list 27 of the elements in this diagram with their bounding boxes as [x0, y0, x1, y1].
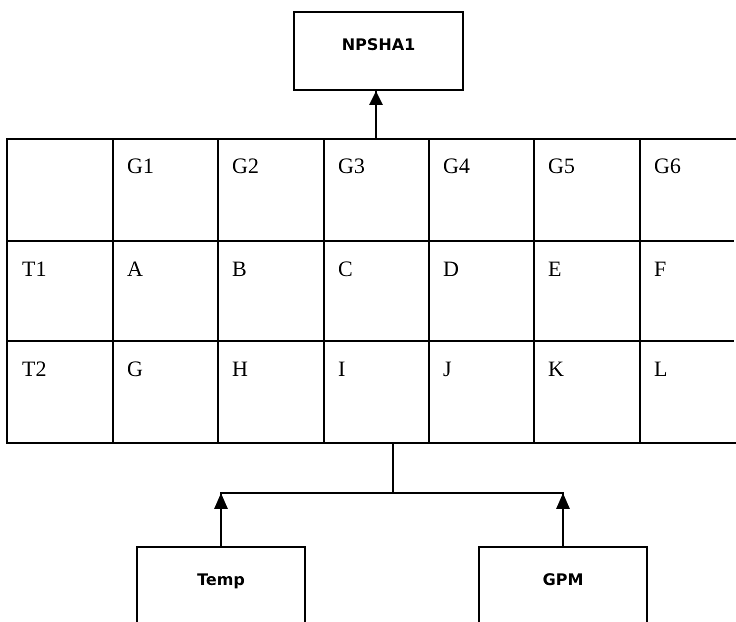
table-cell-text: I [338, 358, 346, 380]
table-frame [6, 138, 736, 444]
column-header: G2 [232, 155, 259, 177]
table-cell-text: H [232, 358, 248, 380]
process-box [136, 546, 306, 622]
column-header: G1 [127, 155, 154, 177]
table-cell-text: G [127, 358, 143, 380]
column-header: G3 [338, 155, 365, 177]
table-cell-text: B [232, 258, 247, 280]
table-cell-text: K [548, 358, 564, 380]
box-label: Temp [196, 570, 246, 589]
box-label: NPSHA1 [340, 35, 416, 54]
table-cell-text: E [548, 258, 562, 280]
column-header: G6 [654, 155, 681, 177]
table-cell-text: J [443, 358, 452, 380]
table-cell-text: C [338, 258, 353, 280]
box-label: GPM [542, 570, 584, 589]
process-box [478, 546, 648, 622]
column-header: G4 [443, 155, 470, 177]
table-cell-text: F [654, 258, 666, 280]
column-header: G5 [548, 155, 575, 177]
table-cell-text: L [654, 358, 668, 380]
table-cell-text: A [127, 258, 143, 280]
process-box [293, 11, 464, 91]
row-header: T2 [22, 358, 46, 380]
table-cell-text: D [443, 258, 459, 280]
row-header: T1 [22, 258, 46, 280]
